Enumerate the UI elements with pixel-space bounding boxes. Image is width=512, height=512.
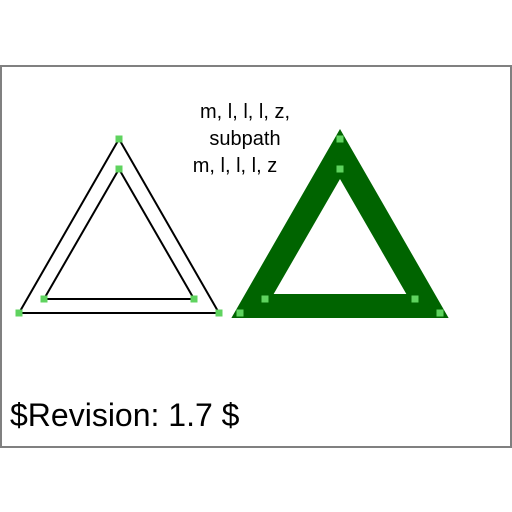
outline-triangles — [17, 136, 221, 314]
filled-triangle-ring — [231, 128, 449, 318]
vertex-markers — [15, 135, 444, 317]
vertex-marker — [336, 135, 344, 143]
vertex-marker — [15, 309, 23, 317]
vertex-marker — [261, 295, 269, 303]
filled-ring-path — [231, 128, 449, 318]
vertex-marker — [436, 309, 444, 317]
vertex-marker — [115, 165, 123, 173]
vertex-marker — [190, 295, 198, 303]
caption-line-2: subpath — [209, 128, 280, 150]
caption-line-3: m, l, l, l, z — [193, 155, 277, 177]
vertex-marker — [40, 295, 48, 303]
vertex-marker — [115, 135, 123, 143]
vertex-marker — [236, 309, 244, 317]
caption-line-1: m, l, l, l, z, — [200, 101, 290, 123]
outline-inner-triangle — [42, 166, 196, 300]
vertex-marker — [336, 165, 344, 173]
outline-outer-triangle — [17, 136, 221, 314]
vertex-marker — [215, 309, 223, 317]
frame-border — [0, 65, 512, 448]
vertex-marker — [411, 295, 419, 303]
revision-label: $Revision: 1.7 $ — [10, 397, 240, 433]
